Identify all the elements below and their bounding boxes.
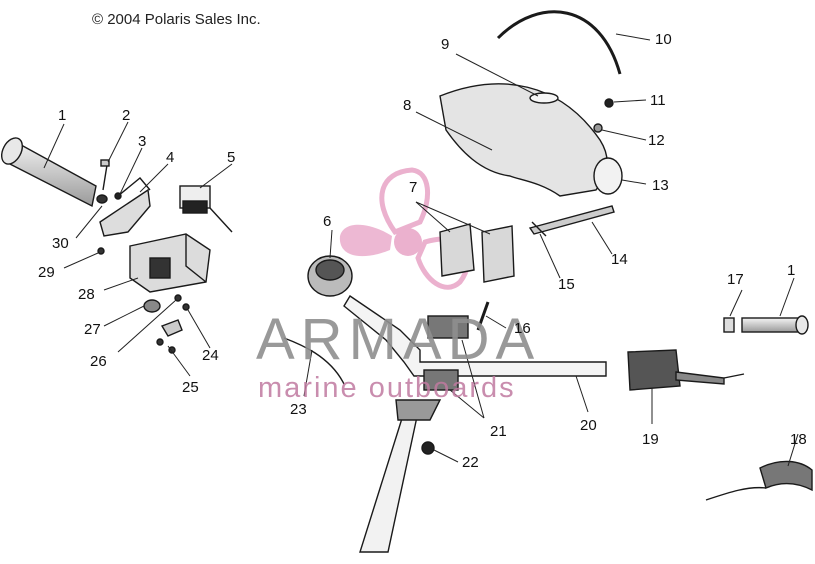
part-6-cap (307, 255, 353, 297)
part-5-switch (179, 185, 233, 233)
callout-23: 23 (290, 401, 307, 418)
part-11-nut (604, 98, 614, 108)
part-13-pad-end (593, 157, 623, 195)
callout-7: 7 (409, 179, 418, 196)
callout-5: 5 (227, 149, 236, 166)
callout-10: 10 (655, 31, 672, 48)
part-2-bolt (100, 159, 110, 191)
watermark-title: ARMADA (256, 307, 541, 372)
part-15-screw (531, 221, 547, 237)
callout-1-right: 1 (787, 262, 796, 279)
callout-11: 11 (650, 92, 666, 109)
leader-lines (43, 33, 799, 467)
part-16-bolt (476, 301, 490, 331)
callout-9: 9 (441, 36, 450, 53)
callout-14: 14 (611, 251, 628, 268)
part-1-left-grip (0, 137, 97, 208)
callout-15: 15 (558, 276, 575, 293)
callout-16: 16 (514, 320, 531, 337)
steering-column (359, 399, 442, 553)
callout-26: 26 (90, 353, 107, 370)
callout-4: 4 (166, 149, 175, 166)
part-8-handlebar-pad (439, 83, 623, 197)
callout-2: 2 (122, 107, 131, 124)
part-27-plug (143, 299, 161, 313)
part-26-washer (174, 294, 182, 302)
part-25-cover (156, 319, 183, 354)
part-23-cable (283, 337, 345, 385)
callout-20: 20 (580, 417, 597, 434)
part-24-screw (182, 303, 190, 311)
part-10-strap (496, 10, 622, 75)
callout-8: 8 (403, 97, 412, 114)
part-22-nut (421, 441, 435, 455)
part-12-nut (593, 123, 603, 133)
part-30-washer (96, 194, 108, 204)
part-17-end-plug (723, 317, 735, 333)
callout-27: 27 (84, 321, 101, 338)
part-20-handlebar (343, 295, 607, 377)
callout-13: 13 (652, 177, 669, 194)
callout-21: 21 (490, 423, 507, 440)
part-4-bracket (99, 177, 151, 237)
callout-6: 6 (323, 213, 332, 230)
part-3-screw (114, 192, 122, 200)
copyright-text: © 2004 Polaris Sales Inc. (92, 11, 261, 28)
callout-24: 24 (202, 347, 219, 364)
part-14-trim (528, 205, 615, 235)
part-29-nut (97, 247, 105, 255)
callout-3: 3 (138, 133, 147, 150)
callout-28: 28 (78, 286, 95, 303)
part-28-housing (129, 233, 211, 293)
callout-12: 12 (648, 132, 665, 149)
callout-19: 19 (642, 431, 659, 448)
callout-1-left: 1 (58, 107, 67, 124)
watermark-subtitle: marine outboards (258, 372, 516, 404)
part-21-clamps (423, 315, 469, 391)
part-1-right-grip (741, 315, 809, 335)
part-19-throttle-housing (627, 349, 745, 391)
part-7-clamps (439, 223, 515, 283)
callout-30: 30 (52, 235, 69, 252)
callout-29: 29 (38, 264, 55, 281)
part-18-coil-cable (705, 460, 813, 501)
callout-25: 25 (182, 379, 199, 396)
callout-22: 22 (462, 454, 479, 471)
callout-17: 17 (727, 271, 744, 288)
callout-18: 18 (790, 431, 807, 448)
